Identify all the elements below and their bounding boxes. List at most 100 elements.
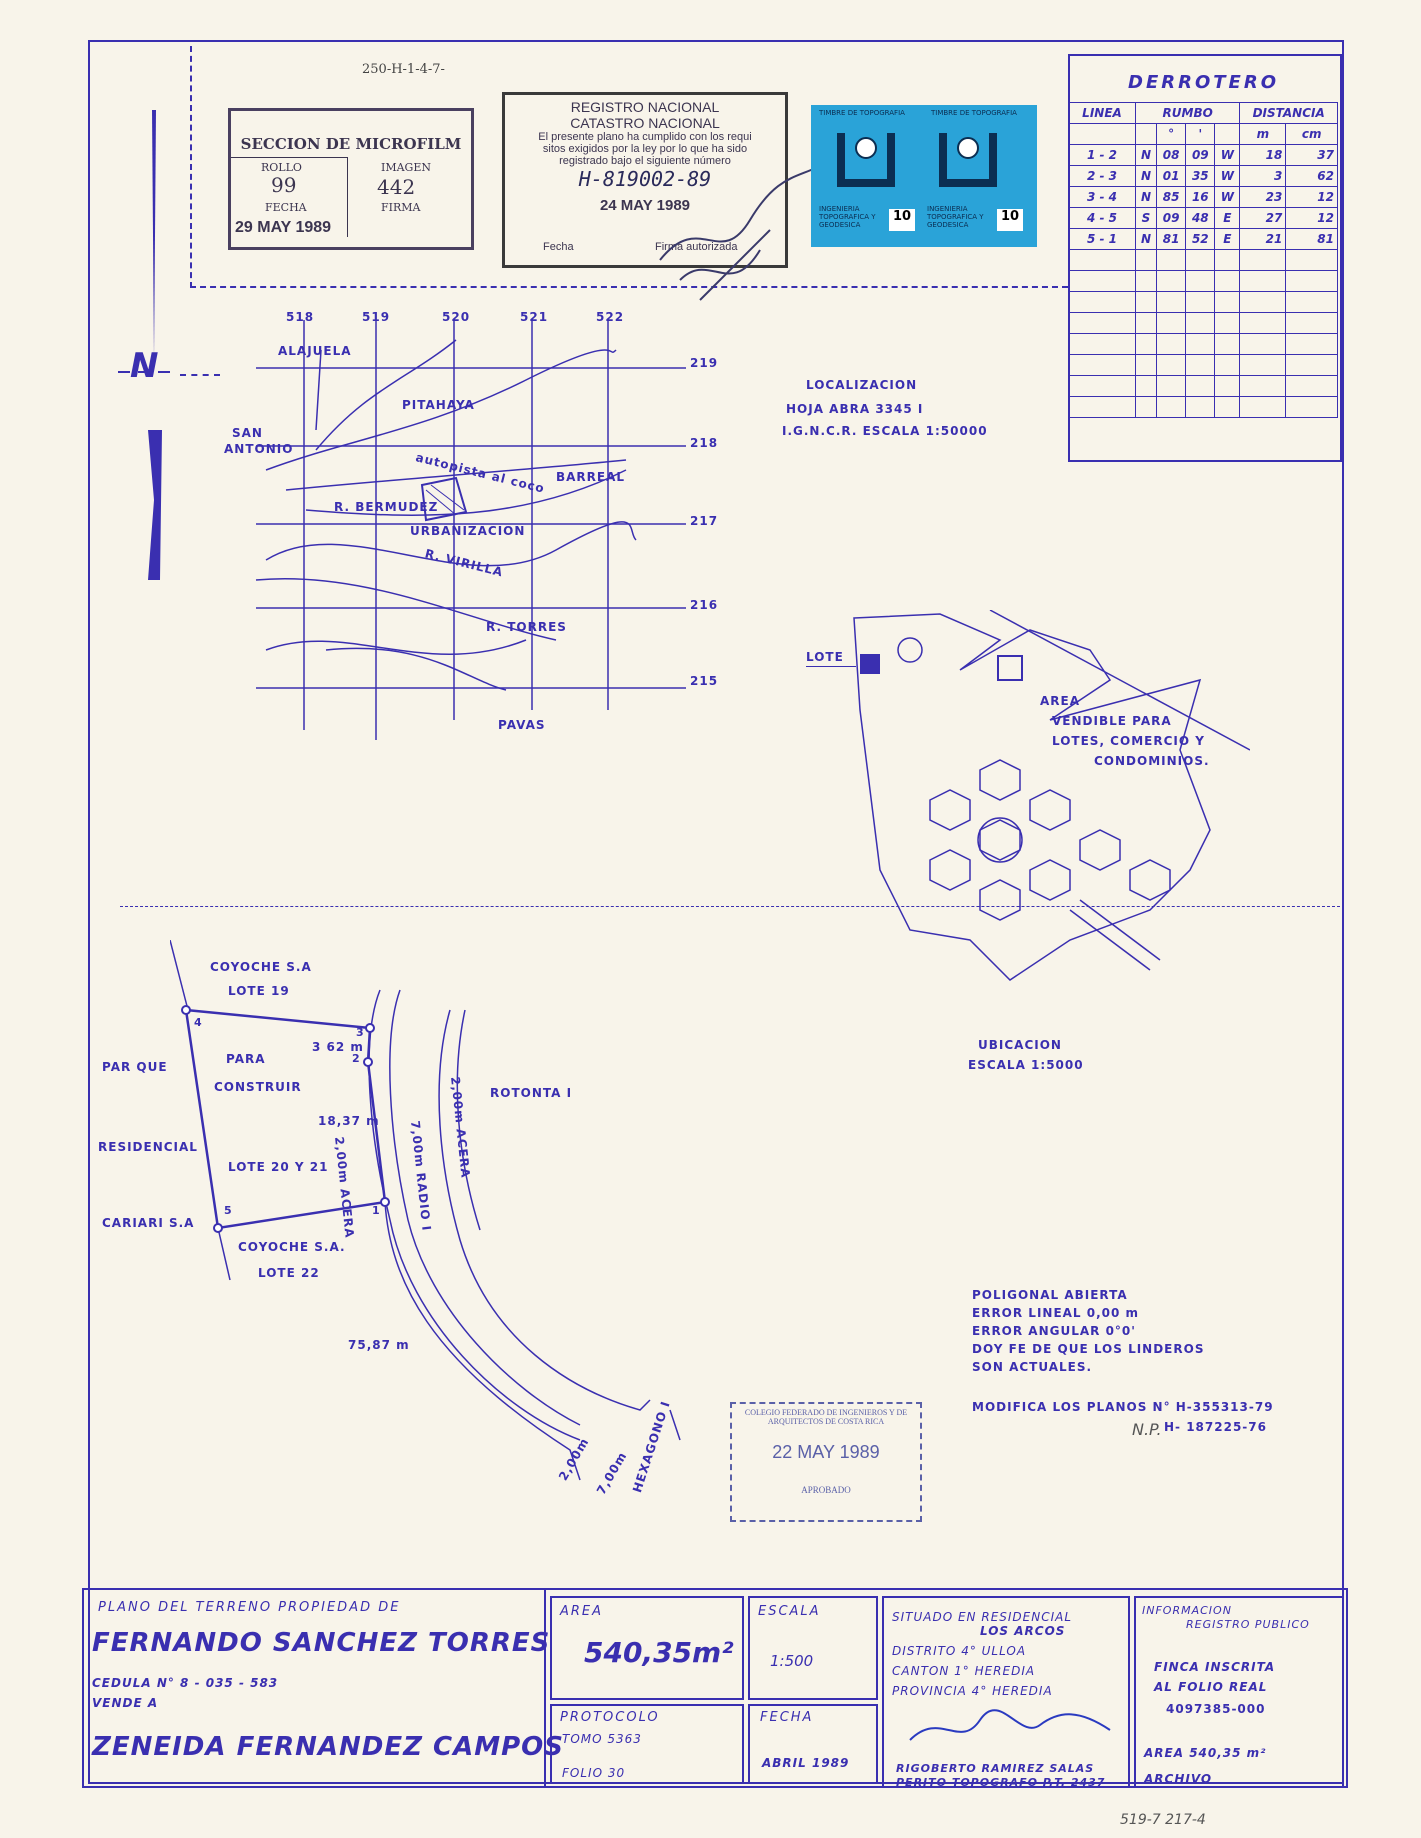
derrotero-cell: [1185, 354, 1216, 376]
timbre-org-1: INGENIERIA TOPOGRAFICA Y GEODESICA: [819, 205, 876, 229]
derrotero-empty-row: [1068, 375, 1338, 397]
timbre-value-1: 10: [889, 209, 915, 231]
derrotero-cell: [1214, 375, 1241, 397]
derrotero-cell: [1068, 249, 1136, 271]
registro-title1: REGISTRO NACIONAL: [570, 99, 720, 115]
microfilm-divider: [231, 157, 347, 158]
derrotero-empty-row: [1068, 249, 1338, 271]
derrotero-cell: [1285, 375, 1338, 397]
derrotero-cell: [1155, 375, 1187, 397]
derrotero-cell: 12: [1285, 186, 1338, 208]
north-arrow-icon: [118, 110, 178, 580]
map-label-antonio: ANTONIO: [224, 442, 294, 456]
map-label-alajuela: ALAJUELA: [278, 344, 352, 358]
derrotero-cell: E: [1214, 228, 1241, 250]
derrotero-cell: S: [1135, 207, 1157, 229]
derrotero-cell: [1135, 354, 1157, 376]
derrotero-cell: 81: [1285, 228, 1338, 250]
notes-line3: ERROR ANGULAR 0°0': [972, 1324, 1136, 1338]
ubic-area4: CONDOMINIOS.: [1094, 754, 1210, 768]
tb-fecha-cell: [748, 1704, 878, 1784]
timbre-emblem-icon: [837, 133, 997, 187]
derrotero-cell: 48: [1185, 207, 1216, 229]
rollo-label: ROLLO: [261, 161, 302, 174]
localizacion-title: LOCALIZACION: [806, 378, 918, 392]
derrotero-cell: 35: [1185, 165, 1216, 187]
derrotero-header-linea: LINEA: [1068, 102, 1136, 124]
tb-owner-cell: [82, 1588, 546, 1788]
tb-buyer: ZENEIDA FERNANDEZ CAMPOS: [92, 1732, 564, 1762]
ubic-area2: VENDIBLE PARA: [1052, 714, 1172, 728]
plot-para: PARA: [226, 1052, 266, 1066]
notes-np2: H- 187225-76: [1164, 1420, 1267, 1434]
colegio-line1: COLEGIO FEDERADO DE INGENIEROS Y DE: [744, 1408, 908, 1417]
derrotero-cell: N: [1135, 186, 1157, 208]
map-tick-x-1: 519: [362, 310, 391, 324]
ubic-area3: LOTES, COMERCIO Y: [1052, 734, 1205, 748]
derrotero-cell: 3 - 4: [1068, 186, 1136, 208]
map-tick-y-1: 218: [690, 436, 719, 450]
derrotero-cell: [1155, 249, 1187, 271]
map-tick-y-0: 219: [690, 356, 719, 370]
derrotero-cell: [1068, 354, 1136, 376]
tb-folio: FOLIO 30: [562, 1766, 626, 1780]
derrotero-cell: [1285, 291, 1338, 313]
derrotero-sub-blank: [1135, 123, 1157, 145]
vertex-1: 1: [372, 1204, 380, 1217]
tb-situado2: LOS ARCOS: [980, 1624, 1066, 1638]
plot-coyoche-bot2: LOTE 22: [258, 1266, 320, 1280]
localizacion-line2: I.G.N.C.R. ESCALA 1:50000: [782, 424, 988, 438]
plot-coyoche-bot1: COYOCHE S.A.: [238, 1240, 346, 1254]
derrotero-cell: 85: [1155, 186, 1187, 208]
derrotero-cell: [1135, 396, 1157, 418]
tb-situado-cell: [882, 1596, 1130, 1788]
derrotero-cell: [1285, 354, 1338, 376]
notes-line1: POLIGONAL ABIERTA: [972, 1288, 1128, 1302]
notes-line5: SON ACTUALES.: [972, 1360, 1093, 1374]
map-tick-x-4: 522: [596, 310, 625, 324]
tb-fecha-label: FECHA: [760, 1710, 814, 1725]
map-label-pitahaya: PITAHAYA: [402, 398, 475, 412]
derrotero-cell: [1214, 333, 1241, 355]
derrotero-cell: [1185, 333, 1216, 355]
surveyor-signature: [909, 1709, 1111, 1741]
derrotero-cell: [1068, 270, 1136, 292]
map-tick-x-0: 518: [286, 310, 315, 324]
header-dashed-box: [190, 46, 1068, 288]
tb-escala-value: 1:500: [770, 1652, 814, 1670]
derrotero-cell: [1185, 249, 1216, 271]
timbre-label-2: TIMBRE DE TOPOGRAFIA: [931, 109, 1017, 117]
timbre-label-1: TIMBRE DE TOPOGRAFIA: [819, 109, 905, 117]
north-label: N: [130, 346, 159, 386]
map-label-pavas: PAVAS: [498, 718, 546, 732]
derrotero-cell: 27: [1239, 207, 1287, 229]
derrotero-cell: [1239, 333, 1287, 355]
derrotero-cell: [1285, 249, 1338, 271]
derrotero-header-rumbo: RUMBO: [1134, 102, 1241, 124]
tb-situado: SITUADO EN RESIDENCIAL: [892, 1610, 1073, 1624]
derrotero-cell: N: [1135, 228, 1157, 250]
tb-area-r: AREA 540,35 m²: [1144, 1746, 1267, 1760]
derrotero-cell: [1185, 375, 1216, 397]
derrotero-cell: E: [1214, 207, 1241, 229]
tb-escala-label: ESCALA: [758, 1604, 821, 1619]
derrotero-empty-row: [1068, 291, 1338, 313]
plot-construir: CONSTRUIR: [214, 1080, 302, 1094]
derrotero-cell: 21: [1239, 228, 1287, 250]
colegio-footer: APROBADO: [801, 1485, 851, 1495]
derrotero-cell: [1185, 291, 1216, 313]
ubic-lote-pointer: [806, 666, 856, 667]
tb-area-value: 540,35m²: [584, 1636, 734, 1669]
tb-distrito: DISTRITO 4° ULLOA: [892, 1644, 1027, 1658]
derrotero-cell: [1155, 354, 1187, 376]
derrotero-cell: [1285, 396, 1338, 418]
footer-note: 519-7 217-4: [1120, 1812, 1206, 1828]
derrotero-sub-blank: [1068, 123, 1136, 145]
derrotero-cell: [1214, 270, 1241, 292]
timbre-value-2: 10: [997, 209, 1023, 231]
derrotero-cell: W: [1214, 186, 1241, 208]
